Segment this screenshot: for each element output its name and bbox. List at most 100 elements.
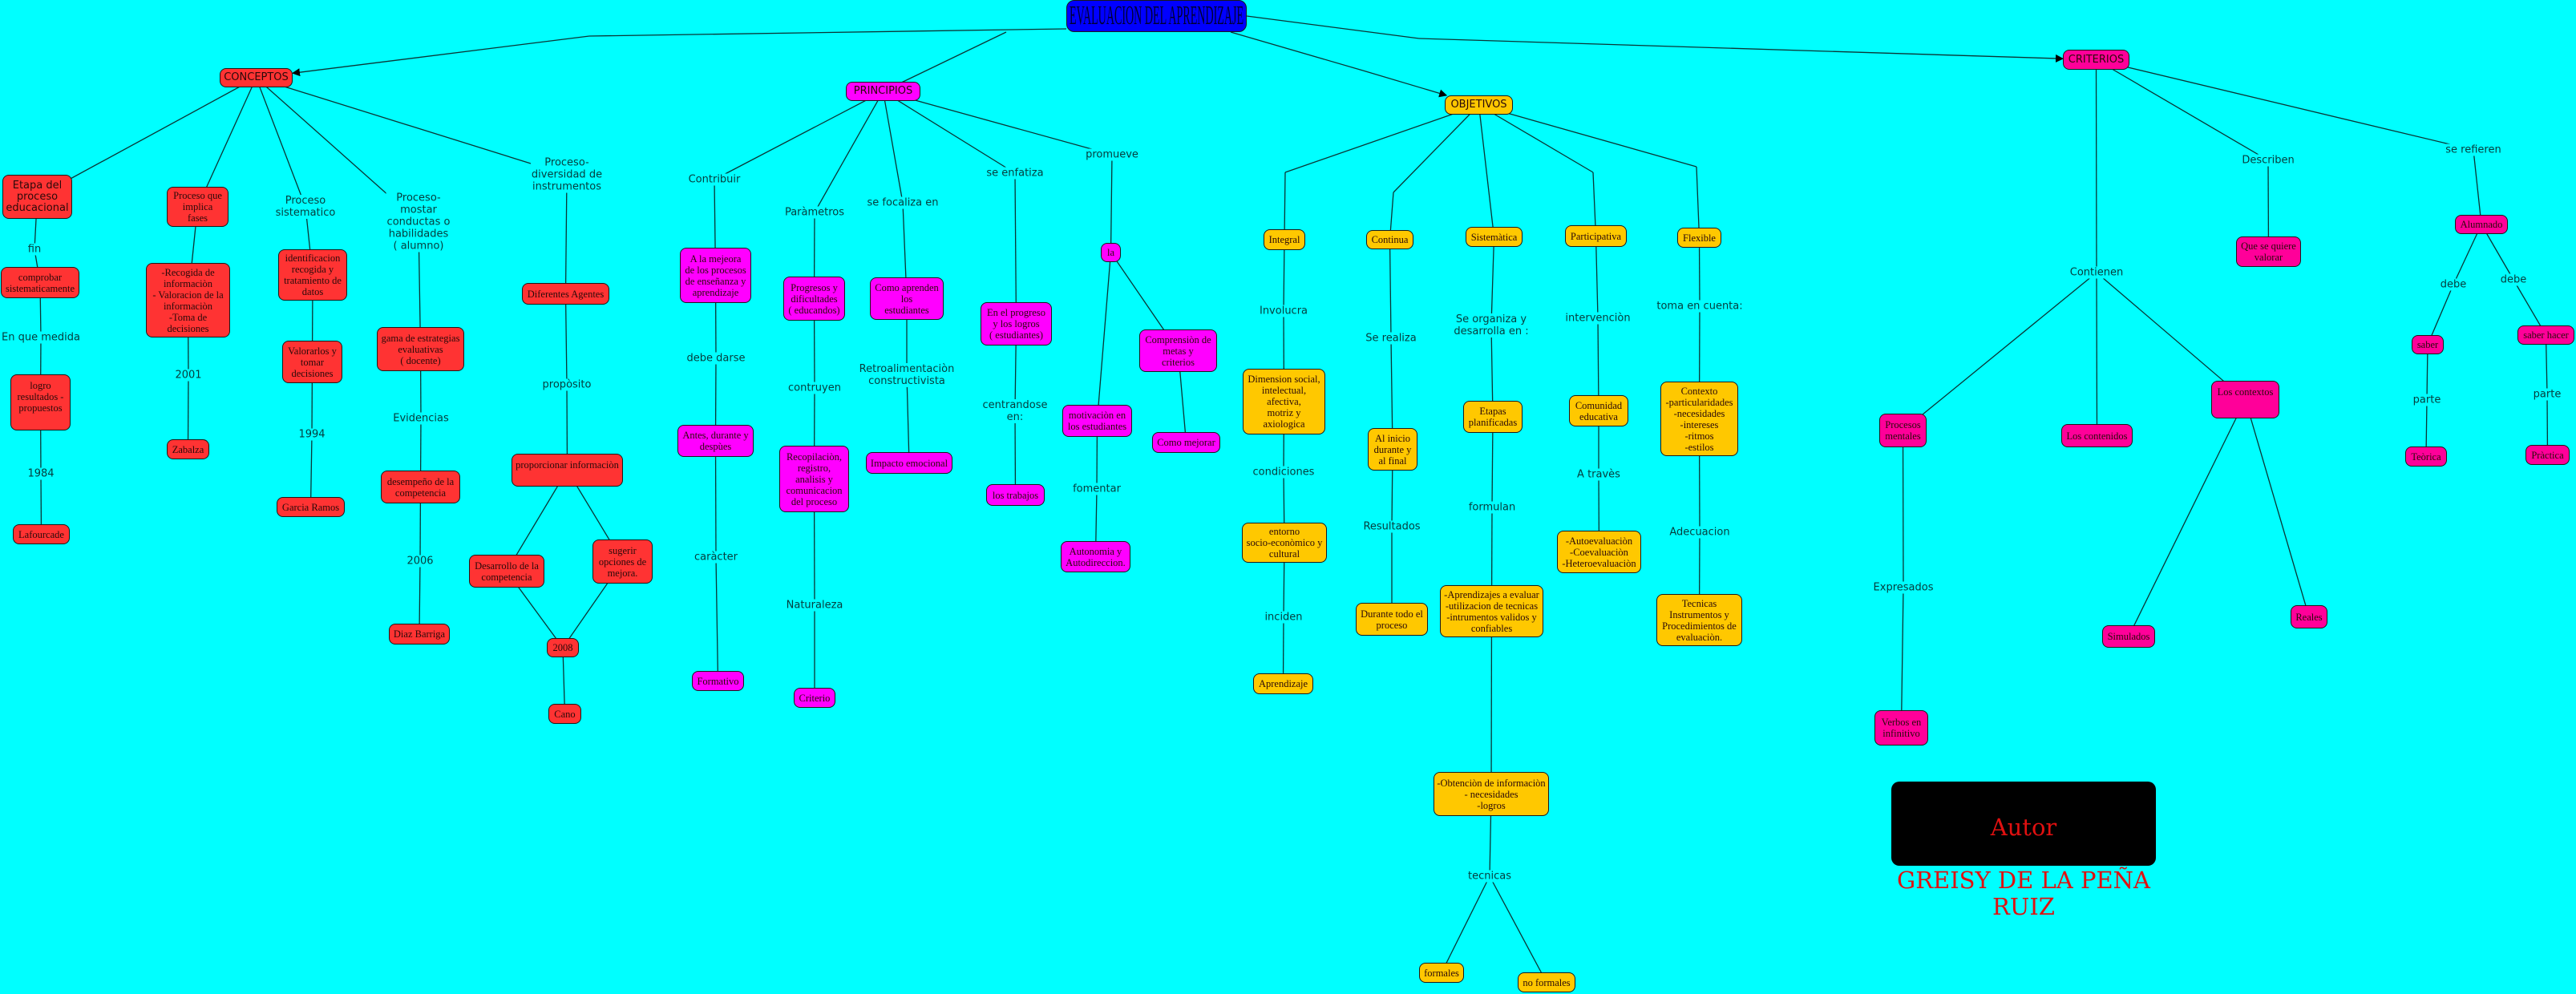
link-line	[1490, 236, 1495, 326]
link-line	[196, 77, 257, 208]
link-label: 1984	[26, 467, 55, 480]
concept-node-obtencion[interactable]: -Obtenciòn de informaciòn - necesidades …	[1434, 772, 1549, 816]
arrow-link	[1418, 38, 2064, 63]
concept-node-aprendizajes[interactable]: -Aprendizajes a evaluar -utilizacion de …	[1440, 585, 1543, 637]
concept-node-mejorar[interactable]: Como mejorar	[1152, 432, 1220, 453]
concept-node-contexto[interactable]: Contexto -particularidades -necesidades …	[1660, 382, 1738, 456]
concept-node-durante[interactable]: Durante todo el proceso	[1356, 603, 1428, 636]
concept-node-aprenden[interactable]: Como aprenden los estudiantes	[870, 277, 944, 320]
concept-node-auto[interactable]: -Autoevaluaciòn -Coevaluaciòn -Heteroeva…	[1557, 531, 1641, 573]
concept-node-saber[interactable]: saber	[2412, 335, 2444, 354]
concept-node-impacto[interactable]: Impacto emocional	[866, 452, 952, 474]
link-line	[256, 77, 568, 176]
author-name: GREISY DE LA PEÑA RUIZ	[1897, 867, 2150, 920]
concept-node-desarrollo[interactable]: Desarrollo de la competencia	[469, 555, 544, 588]
concept-node-gama[interactable]: gama de estrategias evaluativas ( docent…	[377, 327, 464, 371]
link-label: Adecuacion	[1668, 526, 1731, 539]
concept-node-quiere[interactable]: Que se quiere valorar	[2236, 236, 2301, 267]
concept-node-practica[interactable]: Pràctica	[2525, 445, 2570, 465]
concept-node-etapa[interactable]: Etapa del proceso educacional	[2, 175, 72, 219]
concept-node-desempeno[interactable]: desempeño de la competencia	[381, 471, 460, 503]
concept-node-flexible[interactable]: Flexible	[1677, 228, 1721, 248]
concept-node-criterio[interactable]: Criterio	[794, 688, 835, 708]
concept-node-conceptos[interactable]: CONCEPTOS	[220, 68, 293, 87]
concept-node-recopilacion[interactable]: Recopilaciòn, registro, analisis y comun…	[779, 446, 849, 512]
concept-node-progreso[interactable]: En el progreso y los logros ( estudiante…	[981, 302, 1052, 345]
concept-node-procesos[interactable]: Procesos mentales	[1879, 414, 1927, 447]
link-line	[1441, 875, 1490, 973]
author-box[interactable]: Autor GREISY DE LA PEÑA RUIZ	[1891, 782, 2156, 920]
concept-node-saberhacer[interactable]: saber hacer	[2517, 325, 2574, 345]
link-label: Se organiza y desarrolla en :	[1453, 313, 1530, 337]
concept-node-antes[interactable]: Antes, durante y despùes	[677, 425, 754, 457]
concept-node-tecnicas[interactable]: Tecnicas Instrumentos y Procedimientos d…	[1656, 594, 1742, 646]
concept-node-reales[interactable]: Reales	[2291, 605, 2327, 628]
concept-node-agentes[interactable]: Diferentes Agentes	[522, 283, 609, 305]
concept-node-proporcionar[interactable]: proporcionar informaciòn	[512, 454, 623, 487]
concept-node-principios[interactable]: PRINCIPIOS	[846, 82, 920, 101]
map-title[interactable]: EVALUACION DEL APRENDIZAJE	[1066, 0, 1247, 32]
concept-node-n2008[interactable]: 2008	[547, 638, 579, 657]
concept-node-lafourcade[interactable]: Lafourcade	[13, 524, 70, 544]
link-label: Proceso- diversidad de instrumentos	[530, 156, 604, 193]
concept-node-dimension[interactable]: Dimension social, intelectual, afectiva,…	[1243, 369, 1325, 434]
link-line	[1696, 166, 1700, 238]
concept-node-noformales[interactable]: no formales	[1518, 972, 1575, 992]
concept-node-alumnado[interactable]: Alumnado	[2455, 215, 2508, 234]
concept-node-aprendizaje[interactable]: Aprendizaje	[1253, 673, 1313, 694]
concept-node-formales[interactable]: formales	[1419, 963, 1464, 983]
concept-node-identificacion[interactable]: identificacion recogida y tratamiento de…	[278, 249, 347, 301]
link-line	[814, 91, 884, 213]
concept-node-formativo[interactable]: Formativo	[692, 671, 744, 691]
concept-node-participativa[interactable]: Participativa	[1565, 225, 1627, 247]
concept-node-verbos[interactable]: Verbos en infinitivo	[1874, 710, 1928, 746]
concept-node-valorarlos[interactable]: Valorarlos y tomar decisiones	[282, 341, 342, 383]
concept-node-zabalza[interactable]: Zabalza	[167, 439, 209, 459]
concept-node-comprobar[interactable]: comprobar sistematicamente	[1, 267, 79, 298]
concept-node-integral[interactable]: Integral	[1264, 229, 1305, 250]
concept-node-mejora[interactable]: A la mejeora de los procesos de enseñanz…	[680, 248, 751, 303]
concept-node-entorno[interactable]: entorno socio-econòmico y cultural	[1242, 523, 1327, 563]
link-label: Retroalimentaciòn constructivista	[858, 363, 956, 387]
concept-node-la[interactable]: la	[1101, 243, 1121, 262]
concept-node-contextos[interactable]: Los contextos	[2211, 381, 2279, 418]
concept-node-cano[interactable]: Cano	[548, 704, 581, 724]
concept-node-logro[interactable]: logro resultados - propuestos	[10, 374, 71, 430]
concept-node-etapas[interactable]: Etapas planificadas	[1463, 401, 1523, 433]
link-line	[2473, 149, 2482, 225]
link-label: debe	[2439, 278, 2468, 291]
link-label: caràcter	[693, 551, 739, 564]
link-line	[882, 91, 904, 204]
link-line	[588, 28, 1067, 37]
link-label: 2001	[174, 369, 203, 382]
concept-node-sugerir[interactable]: sugerir opciones de mejora.	[592, 539, 653, 584]
concept-node-inicio[interactable]: Al inicio durante y al final	[1368, 428, 1417, 471]
link-label: 1994	[297, 428, 326, 441]
concept-node-sistematica[interactable]: Sistemàtica	[1466, 227, 1523, 247]
link-line	[2453, 224, 2482, 285]
concept-node-fases[interactable]: Proceso que implica fases	[167, 187, 228, 227]
concept-node-simulados[interactable]: Simulados	[2102, 625, 2155, 648]
link-line	[419, 560, 421, 635]
link-label: formulan	[1467, 501, 1517, 514]
concept-node-criterios[interactable]: CRITERIOS	[2063, 50, 2129, 70]
concept-node-autonomia[interactable]: Autonomia y Autodireccion.	[1061, 541, 1130, 572]
concept-node-contenidos[interactable]: Los contenidos	[2061, 424, 2133, 447]
concept-node-teorica[interactable]: Teòrica	[2405, 446, 2447, 467]
concept-node-diaz[interactable]: Diaz Barriga	[389, 624, 450, 644]
concept-node-continua[interactable]: Continua	[1366, 230, 1413, 249]
concept-node-motivacion[interactable]: motivaciòn en los estudiantes	[1062, 405, 1132, 437]
concept-node-objetivos[interactable]: OBJETIVOS	[1445, 95, 1513, 115]
concept-node-recogida[interactable]: -Recogida de informaciòn - Valoracion de…	[146, 263, 230, 337]
concept-node-progresos[interactable]: Progresos y dificultades ( educandos)	[783, 277, 845, 321]
concept-node-comprension[interactable]: Comprensiòn de metas y criterios	[1139, 329, 1217, 372]
concept-node-trabajos[interactable]: los trabajos	[986, 484, 1045, 506]
concept-node-comunidad[interactable]: Comunidad educativa	[1569, 395, 1628, 426]
link-label: tecnicas	[1467, 870, 1512, 883]
link-label: se focaliza en	[866, 196, 940, 209]
link-label: fin	[26, 243, 42, 256]
link-line	[564, 174, 568, 294]
link-line	[187, 374, 189, 450]
concept-node-garcia[interactable]: Garcia Ramos	[277, 497, 345, 517]
link-line	[2128, 399, 2246, 637]
